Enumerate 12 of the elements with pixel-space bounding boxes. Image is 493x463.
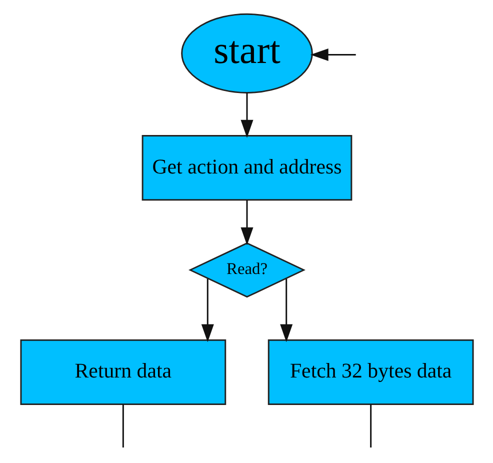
node-box: Return data bbox=[20, 339, 226, 406]
arrow bbox=[200, 278, 214, 342]
arrow bbox=[240, 92, 253, 138]
connector bbox=[370, 404, 372, 448]
node-diamond: Read? bbox=[188, 242, 305, 298]
node-ellipse: start bbox=[180, 13, 312, 94]
arrow bbox=[240, 200, 253, 246]
connector bbox=[122, 404, 124, 448]
arrow bbox=[310, 48, 356, 61]
node-box: Fetch 32 bytes data bbox=[267, 339, 474, 406]
arrow bbox=[280, 278, 292, 342]
node-box: Get action and address bbox=[141, 134, 352, 201]
